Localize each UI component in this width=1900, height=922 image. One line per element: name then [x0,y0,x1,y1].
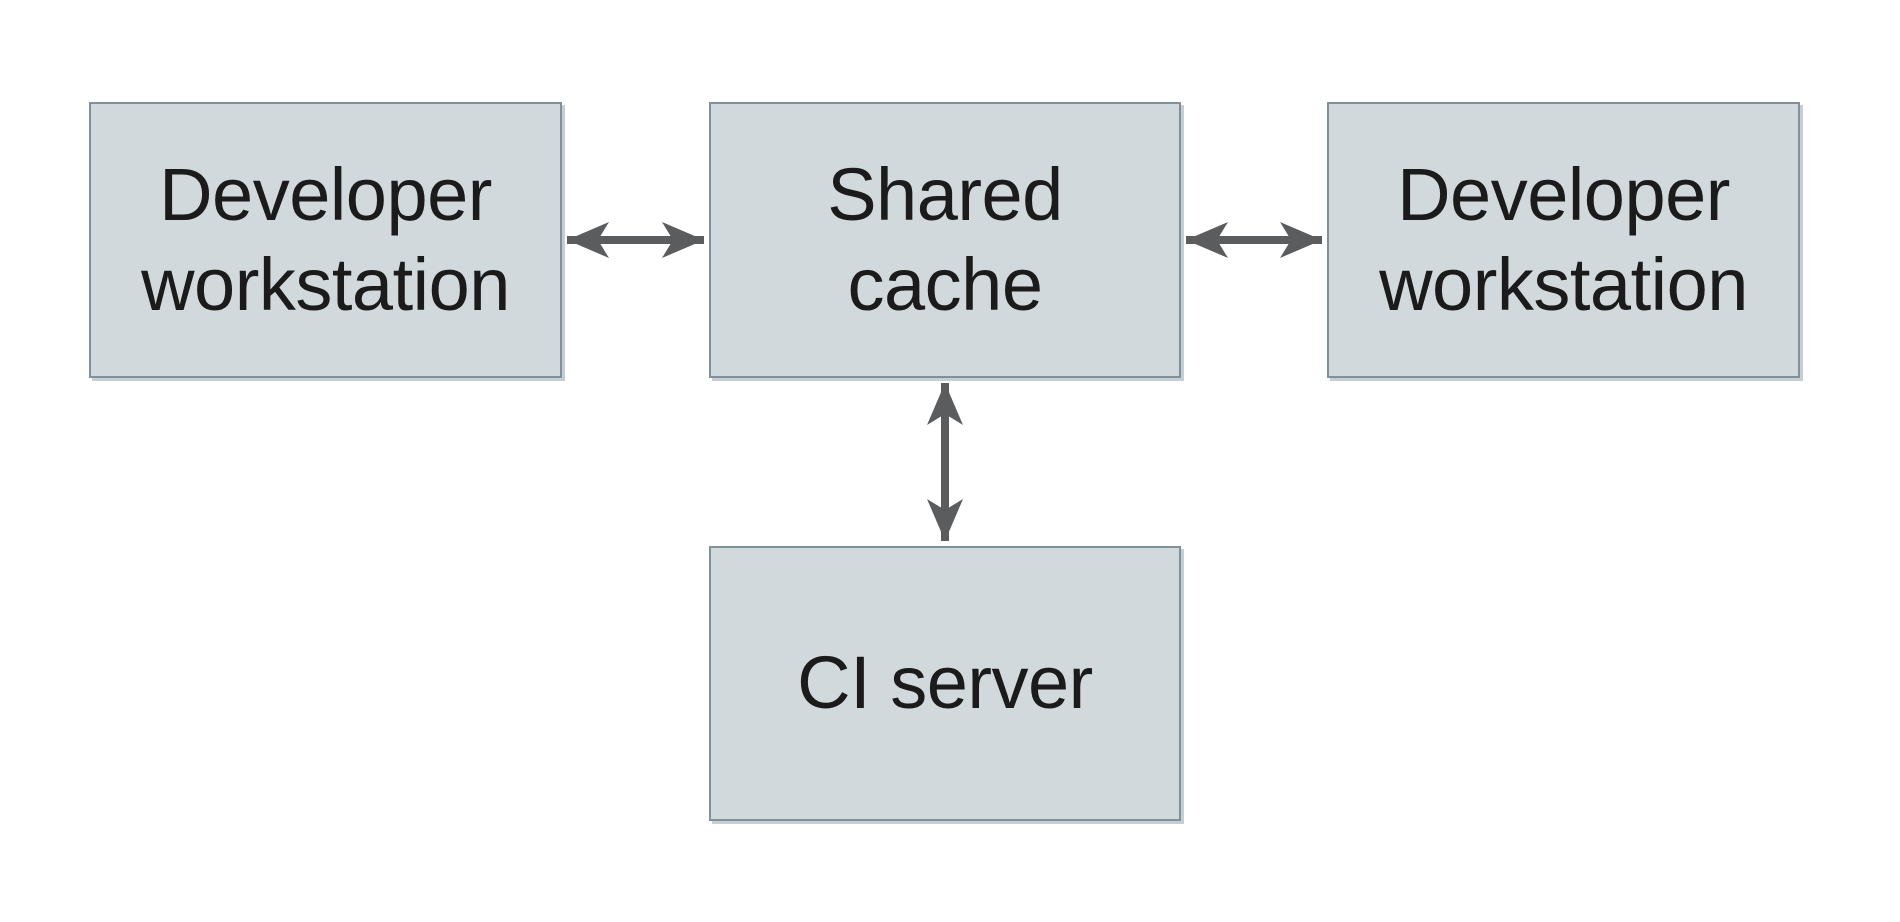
node-label: Developer workstation [141,152,510,326]
node-ci-server: CI server [709,546,1181,821]
node-label: CI server [797,641,1093,725]
node-label: Shared cache [827,152,1063,326]
node-shared-cache: Shared cache [709,102,1181,378]
node-developer-workstation-right: Developer workstation [1327,102,1800,378]
node-developer-workstation-left: Developer workstation [89,102,562,378]
node-label: Developer workstation [1379,152,1748,326]
